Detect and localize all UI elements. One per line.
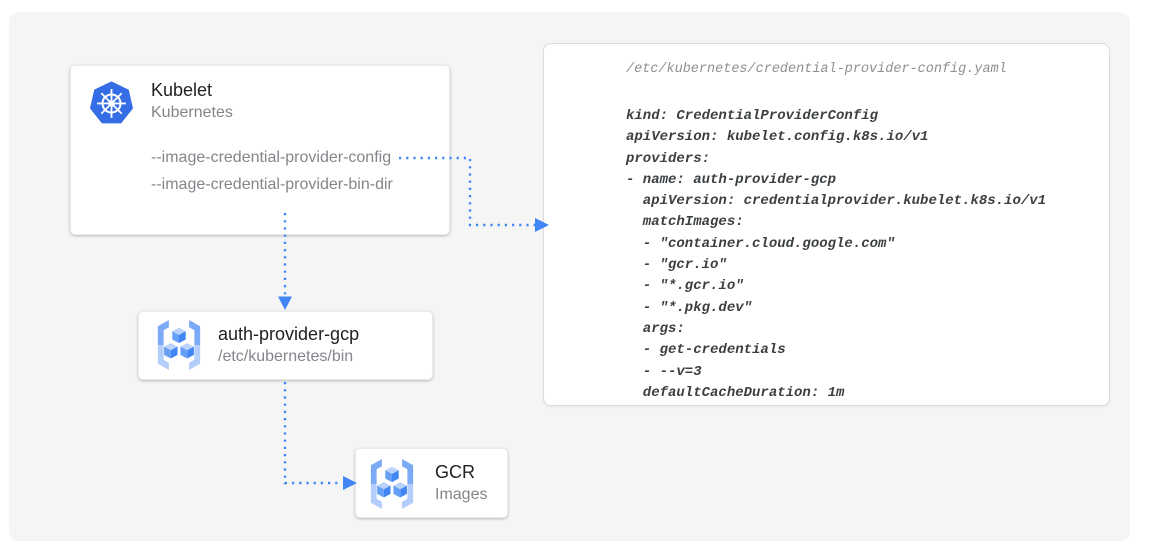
flag-credential-provider-config: --image-credential-provider-config	[151, 149, 392, 166]
kubelet-node: Kubelet Kubernetes --image-credential-pr…	[70, 65, 450, 235]
auth-provider-path: /etc/kubernetes/bin	[218, 348, 354, 365]
auth-provider-title: auth-provider-gcp	[218, 324, 360, 344]
credential-provider-config-panel: /etc/kubernetes/credential-provider-conf…	[543, 43, 1110, 406]
config-yaml-code: kind: CredentialProviderConfig apiVersio…	[626, 108, 1047, 401]
kubelet-subtitle: Kubernetes	[151, 104, 233, 121]
container-registry-icon	[152, 320, 206, 370]
gcr-title: GCR	[435, 462, 475, 482]
gcr-subtitle: Images	[435, 486, 488, 503]
kubernetes-icon	[89, 80, 134, 126]
config-file-path: /etc/kubernetes/credential-provider-conf…	[626, 62, 1007, 77]
auth-provider-gcp-node: auth-provider-gcp /etc/kubernetes/bin	[138, 311, 433, 380]
kubelet-title: Kubelet	[151, 80, 213, 100]
gcr-node: GCR Images	[355, 448, 508, 518]
container-registry-icon	[364, 459, 420, 509]
kubelet-flags: --image-credential-provider-config --ima…	[151, 145, 393, 198]
flag-credential-provider-bin-dir: --image-credential-provider-bin-dir	[151, 175, 393, 193]
